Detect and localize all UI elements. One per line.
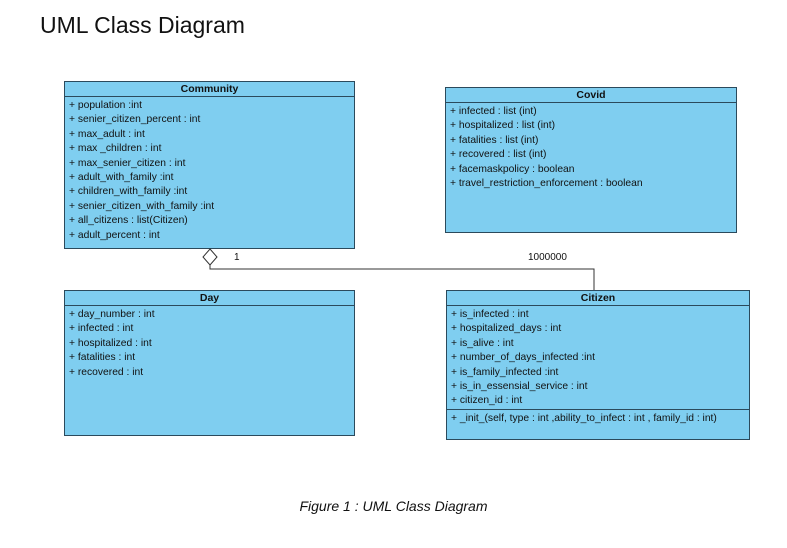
attribute-list-community: + population :int + senier_citizen_perce… [65,97,354,243]
class-name-day: Day [65,291,354,306]
attribute: + infected : list (int) [450,106,537,117]
attribute: + children_with_family :int [69,186,188,198]
operation-list-citizen: + _init_(self, type : int ,ability_to_in… [447,408,749,426]
attribute-list-citizen: + is_infected : int + hospitalized_days … [447,306,749,409]
class-name-community: Community [65,82,354,97]
attribute: + travel_restriction_enforcement : boole… [450,178,643,190]
attribute: + max _children : int [69,143,162,155]
attribute: + population :int [69,100,142,111]
attribute: + senier_citizen_percent : int [69,114,201,126]
class-day: Day + day_number : int + infected : int … [64,290,355,436]
attribute: + senier_citizen_with_family :int [69,200,215,212]
multiplicity-community: 1 [234,252,240,263]
attribute: + max_adult : int [69,128,145,140]
attribute: + is_family_infected :int [451,366,559,378]
attribute: + is_in_essensial_service : int [451,381,588,393]
class-name-covid: Covid [446,88,736,103]
multiplicity-citizen: 1000000 [528,252,567,263]
attribute: + infected : int [69,323,134,335]
attribute: + day_number : int [69,309,155,320]
attribute-list-covid: + infected : list (int) + hospitalized :… [446,103,736,191]
attribute-list-day: + day_number : int + infected : int + ho… [65,306,354,380]
class-citizen: Citizen + is_infected : int + hospitaliz… [446,290,750,440]
figure-caption: Figure 1 : UML Class Diagram [299,498,488,514]
aggregation-diamond [202,248,218,266]
attribute: + all_citizens : list(Citizen) [69,215,188,227]
attribute: + facemaskpolicy : boolean [450,163,575,175]
attribute: + recovered : list (int) [450,149,547,161]
attribute: + number_of_days_infected :int [451,352,595,364]
attribute: + is_alive : int [451,337,514,349]
attribute: + recovered : int [69,366,144,378]
attribute: + is_infected : int [451,309,529,320]
class-community: Community + population :int + senier_cit… [64,81,355,249]
operation: + _init_(self, type : int ,ability_to_in… [451,412,717,424]
attribute: + adult_percent : int [69,229,160,241]
attribute: + max_senier_citizen : int [69,157,186,169]
association-line [209,265,595,290]
attribute: + hospitalized : list (int) [450,120,556,132]
attribute: + hospitalized : int [69,337,152,349]
diagram-title: UML Class Diagram [40,12,245,38]
attribute: + citizen_id : int [451,395,523,407]
class-name-citizen: Citizen [447,291,749,306]
class-covid: Covid + infected : list (int) + hospital… [445,87,737,233]
attribute: + hospitalized_days : int [451,323,562,335]
attribute: + adult_with_family :int [69,172,174,184]
attribute: + fatalities : list (int) [450,134,539,146]
attribute: + fatalities : int [69,352,136,364]
